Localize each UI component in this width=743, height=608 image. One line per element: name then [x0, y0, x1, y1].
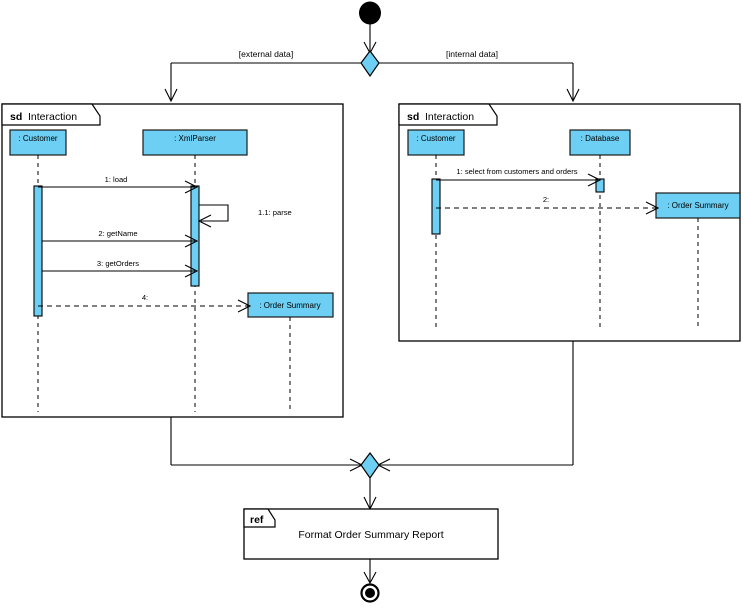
- frame-tab-left: [1, 103, 101, 126]
- guard-label-left: [external data]: [239, 49, 293, 59]
- frame-name-right: Interaction: [425, 111, 474, 123]
- lifeline-label: : XmlParser: [174, 134, 216, 143]
- lifeline-label: : Order Summary: [667, 201, 728, 210]
- flow-branch-right: [379, 62, 580, 103]
- decision-diamond[interactable]: [360, 50, 380, 78]
- frame-kind-ref: ref: [250, 514, 264, 526]
- frame-tab-ref: [243, 508, 276, 528]
- final-node[interactable]: [360, 583, 380, 603]
- lifeline-database-right[interactable]: : Database: [569, 129, 631, 330]
- guard-label-right: [internal data]: [446, 49, 498, 59]
- frame-name-left: Interaction: [28, 111, 77, 123]
- flow-right-frame-to-merge: [376, 341, 574, 472]
- lifeline-label: : Customer: [416, 134, 455, 143]
- message-4-create-order-summary: 4:: [38, 293, 252, 313]
- flow-merge-to-ref: [363, 478, 377, 511]
- message-label: 2: getName: [98, 229, 137, 238]
- flow-initial-to-decision: [363, 24, 377, 55]
- ref-frame[interactable]: ref Format Order Summary Report: [243, 508, 499, 560]
- merge-diamond[interactable]: [360, 452, 380, 480]
- flow-ref-to-final: [363, 559, 377, 585]
- lifeline-label: : Database: [581, 134, 620, 143]
- sd-frame-left[interactable]: sd Interaction : Customer : XmlParser : …: [1, 103, 344, 418]
- message-label: 4:: [142, 293, 148, 302]
- message-1-select: 1: select from customers and orders: [436, 167, 602, 187]
- message-label: 3: getOrders: [97, 259, 139, 268]
- message-label: 1: load: [105, 175, 128, 184]
- message-label: 1: select from customers and orders: [456, 167, 577, 176]
- sd-frame-right[interactable]: sd Interaction : Customer : Database : O…: [398, 103, 741, 342]
- message-1-load: 1: load: [38, 175, 199, 194]
- frame-kind-left: sd: [10, 111, 22, 123]
- flow-branch-left: [164, 62, 361, 103]
- frame-kind-right: sd: [407, 111, 419, 123]
- flow-left-frame-to-merge: [170, 417, 364, 472]
- message-2-create-order-summary: 2:: [436, 195, 660, 215]
- frame-tab-right: [398, 103, 498, 126]
- lifeline-customer-left[interactable]: : Customer: [9, 129, 67, 412]
- activation-bar: [33, 185, 43, 317]
- lifeline-label: : Customer: [18, 134, 57, 143]
- lifeline-xmlparser-left[interactable]: : XmlParser: [142, 129, 248, 412]
- lifeline-order-summary-right[interactable]: : Order Summary: [655, 192, 741, 330]
- initial-node[interactable]: [359, 1, 381, 25]
- lifeline-order-summary-left[interactable]: : Order Summary: [247, 292, 334, 412]
- message-2-getname: 2: getName: [42, 229, 199, 248]
- lifeline-label: : Order Summary: [259, 301, 320, 310]
- lifeline-customer-right[interactable]: : Customer: [407, 129, 465, 330]
- message-3-getorders: 3: getOrders: [42, 259, 199, 278]
- activation-bar: [431, 178, 441, 235]
- ref-frame-body-label: Format Order Summary Report: [298, 529, 443, 541]
- message-1-1-parse: 1.1: parse: [197, 204, 292, 228]
- activation-bar: [595, 178, 605, 193]
- message-label: 1.1: parse: [258, 208, 292, 217]
- message-label: 2:: [543, 195, 549, 204]
